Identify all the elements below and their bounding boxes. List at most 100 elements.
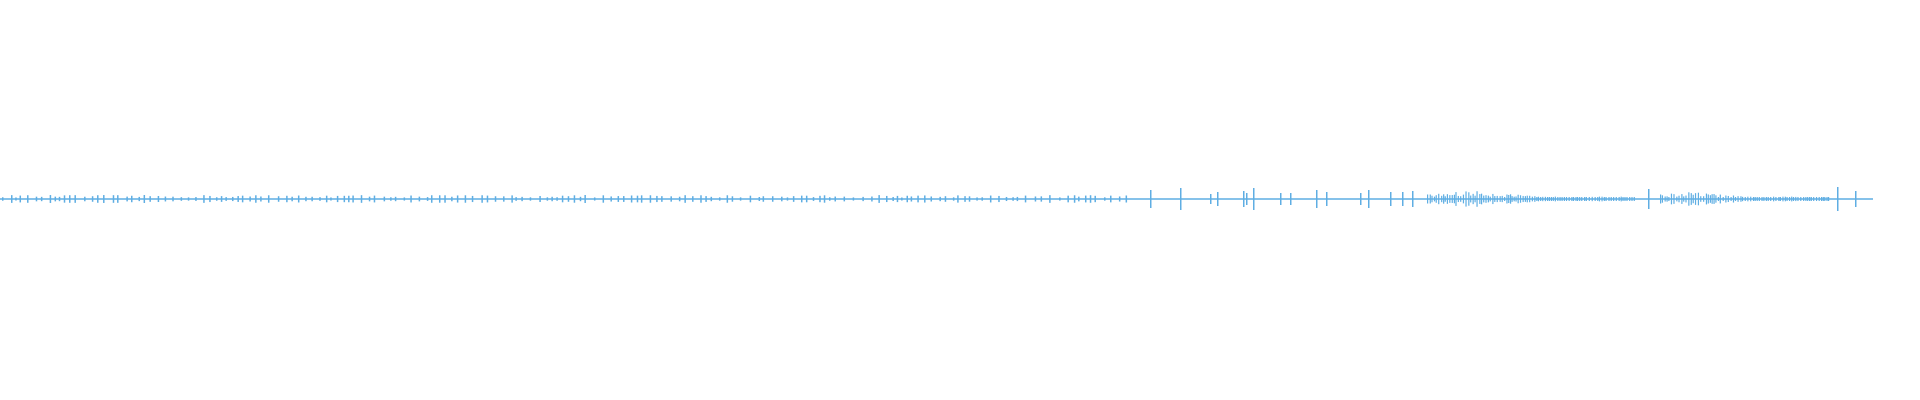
- waveform-sample: [1629, 197, 1631, 201]
- waveform-sample: [1059, 197, 1061, 201]
- waveform-sample: [1559, 197, 1561, 201]
- waveform-sample: [1474, 195, 1476, 203]
- waveform-sample: [718, 197, 721, 201]
- waveform-sample: [1089, 195, 1092, 203]
- waveform-sample: [1705, 193, 1708, 205]
- waveform-sample: [670, 196, 672, 202]
- waveform-sample: [573, 195, 576, 203]
- waveform-sample: [692, 196, 694, 202]
- waveform-sample: [1807, 197, 1809, 201]
- waveform-sample: [451, 196, 453, 202]
- waveform-sample: [871, 196, 873, 202]
- waveform-sample: [2, 197, 4, 201]
- waveform-sample: [1290, 193, 1292, 205]
- waveform-sample: [910, 196, 913, 202]
- waveform-sample: [1773, 196, 1775, 202]
- waveform-sample: [1752, 197, 1755, 201]
- waveform-sample: [617, 196, 620, 202]
- waveform-sample: [1561, 197, 1563, 201]
- waveform-sample: [1837, 187, 1839, 211]
- waveform-sample: [1526, 195, 1528, 203]
- waveform-sample: [878, 195, 880, 203]
- waveform-sample: [260, 196, 262, 202]
- waveform-sample: [112, 195, 115, 203]
- waveform-sample: [1468, 192, 1470, 206]
- waveform-sample: [343, 195, 346, 203]
- waveform-sample: [1591, 196, 1593, 202]
- waveform-sample: [1664, 196, 1666, 202]
- waveform-sample: [1110, 195, 1112, 203]
- waveform-sample: [758, 197, 761, 201]
- waveform-sample: [1565, 197, 1568, 201]
- waveform-sample: [771, 196, 774, 202]
- waveform-sample: [172, 196, 174, 202]
- waveform-sample: [1554, 196, 1556, 202]
- waveform-sample: [54, 196, 57, 202]
- waveform-sample: [471, 195, 474, 203]
- waveform-sample: [1429, 194, 1431, 204]
- waveform-sample: [325, 195, 328, 203]
- waveform-sample: [1455, 192, 1457, 206]
- waveform-sample: [1005, 196, 1008, 202]
- waveform-sample: [602, 195, 605, 203]
- waveform-sample: [58, 196, 61, 202]
- waveform-sample: [1737, 196, 1739, 202]
- waveform-sample: [149, 196, 151, 202]
- waveform-sample: [1622, 197, 1624, 201]
- waveform-sample: [486, 195, 489, 203]
- waveform-sample: [494, 196, 497, 202]
- waveform-sample: [1601, 196, 1603, 202]
- waveform-sample: [1326, 192, 1328, 206]
- waveform-sample: [700, 195, 702, 203]
- waveform-sample: [762, 196, 765, 202]
- waveform-sample: [749, 195, 752, 203]
- waveform-sample: [1540, 197, 1542, 201]
- waveform-sample: [805, 195, 808, 203]
- waveform-sample: [1438, 193, 1440, 205]
- waveform-sample: [1778, 197, 1780, 201]
- waveform-sample: [1613, 197, 1615, 201]
- waveform-sample: [1536, 197, 1538, 201]
- waveform-sample: [232, 196, 234, 202]
- waveform-sample: [968, 196, 971, 202]
- waveform-sample: [786, 197, 789, 201]
- waveform-sample: [1676, 196, 1678, 202]
- waveform-sample: [1719, 194, 1721, 204]
- waveform-sample: [1531, 196, 1533, 202]
- waveform-sample: [438, 195, 441, 203]
- waveform-sample: [1661, 195, 1664, 203]
- waveform-sample: [220, 196, 223, 202]
- waveform-sample: [726, 195, 729, 203]
- waveform-sample: [1125, 195, 1128, 203]
- waveform-sample: [678, 196, 681, 202]
- waveform-sample: [1756, 197, 1758, 201]
- waveform-sample: [1813, 197, 1815, 201]
- waveform-sample: [819, 195, 821, 203]
- waveform-sample: [1610, 197, 1612, 201]
- waveform-sample: [352, 195, 354, 203]
- waveform-sample: [610, 196, 612, 202]
- waveform-sample: [103, 195, 105, 203]
- waveform-sample: [957, 195, 959, 203]
- waveform-sample: [1770, 197, 1772, 201]
- waveform-sample: [1529, 195, 1531, 203]
- waveform-sample: [1791, 196, 1793, 202]
- waveform-sample: [1390, 192, 1392, 206]
- waveform-sample: [1648, 189, 1650, 209]
- waveform-sample: [1499, 196, 1501, 202]
- waveform-sample: [187, 197, 190, 201]
- waveform-sample: [1631, 197, 1633, 201]
- waveform-sample: [1732, 195, 1735, 203]
- waveform-sample: [1666, 196, 1668, 202]
- waveform-sample: [1470, 195, 1472, 203]
- waveform-sample: [1460, 196, 1462, 202]
- waveform-sample: [739, 197, 742, 201]
- waveform-sample: [1660, 194, 1662, 204]
- waveform-sample: [394, 196, 397, 202]
- waveform-sample: [1703, 196, 1705, 202]
- waveform-sample: [1797, 196, 1799, 202]
- waveform-sample: [1280, 193, 1282, 205]
- waveform-sample: [640, 195, 643, 203]
- waveform-sample: [1585, 197, 1587, 201]
- waveform-sample: [1444, 196, 1446, 202]
